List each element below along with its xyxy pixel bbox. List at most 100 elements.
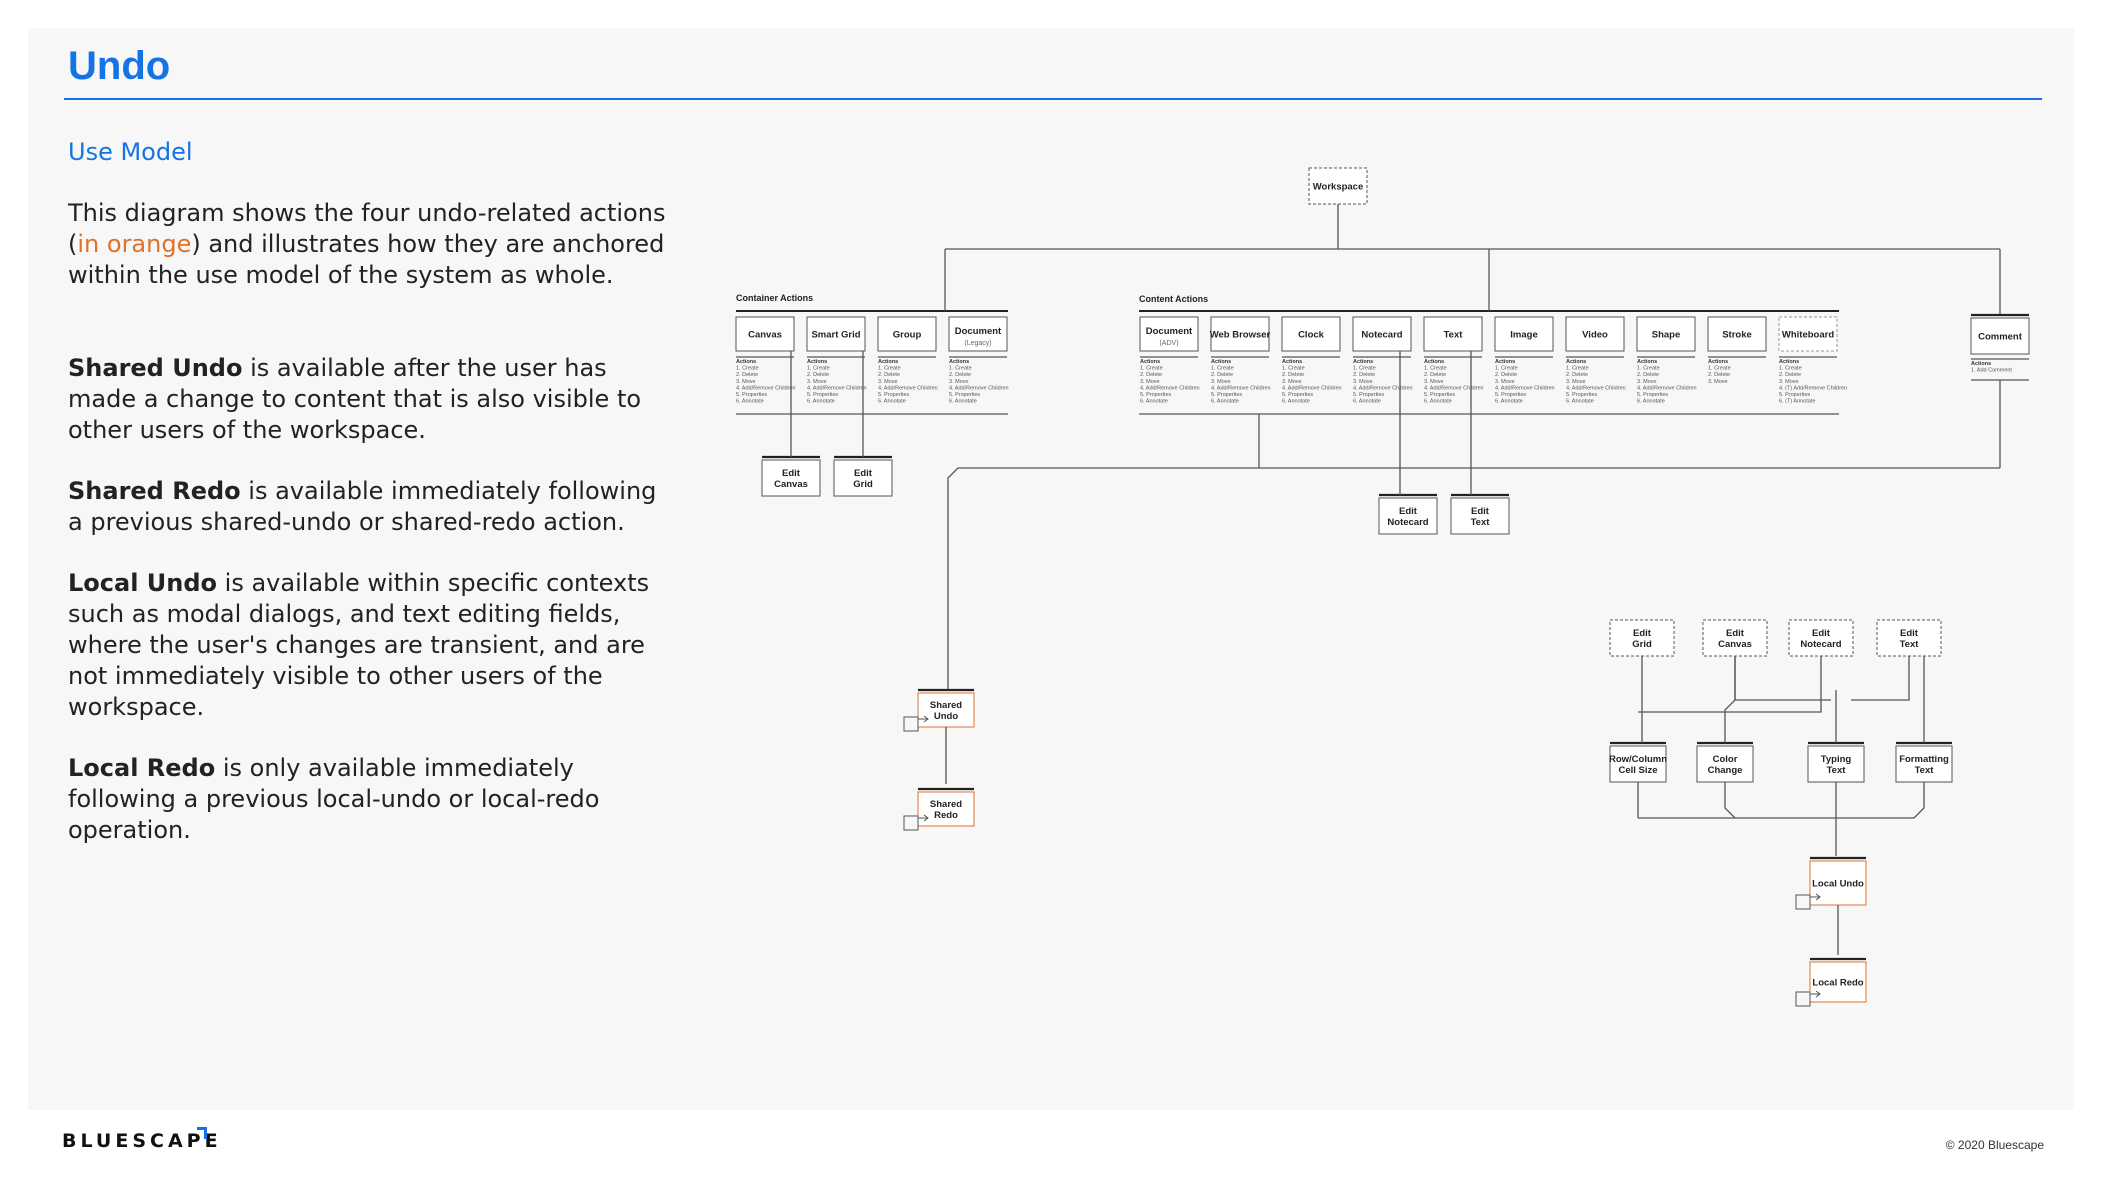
edit-container-edit-canvas-label-line2: Canvas <box>774 479 808 490</box>
content-document-adv-action-6: 6. Annotate <box>1140 399 1168 405</box>
local-undo-local-undo-loop-icon <box>1795 894 1811 910</box>
comment-node-comment-box <box>1970 317 2030 355</box>
container-document-legacy-action-4: 4. Add/Remove Children <box>949 385 1009 391</box>
local-undo-term: Local Undo <box>68 569 218 597</box>
edit-container-edit-grid-label-line2: Grid <box>853 479 873 490</box>
local-source-edit-notecard-label-line1: Edit <box>1812 628 1831 639</box>
content-web-browser-action-6: 6. Annotate <box>1211 399 1239 405</box>
content-web-browser-action-2: 2. Delete <box>1211 372 1233 378</box>
shared-redo-shared-redo-loop-icon <box>903 815 919 831</box>
content-image-action-3: 3. Move <box>1495 379 1515 385</box>
content-shape-action-4: 4. Add/Remove Children <box>1637 385 1697 391</box>
container-document-legacy-action-6: 6. Annotate <box>949 399 977 405</box>
container-canvas-action-5: 5. Properties <box>736 392 767 398</box>
intro-text-before: This diagram shows the four undo-related… <box>68 199 666 258</box>
container-node-document-legacy-box <box>948 316 1008 352</box>
content-node-web-browser-label: Web Browser <box>1210 330 1271 341</box>
content-node-whiteboard-box <box>1778 316 1838 352</box>
content-node-video-box <box>1565 316 1625 352</box>
container-canvas-action-2: 2. Delete <box>736 372 758 378</box>
content-clock-action-1: 1. Create <box>1282 366 1305 372</box>
local-action-row-column-cell-size-label-line1: Row/Column <box>1609 754 1667 765</box>
content-clock-action-0: Actions <box>1282 359 1302 365</box>
local-action-formatting-text-label-line1: Formatting <box>1899 754 1949 765</box>
logo-mark-icon <box>197 1127 207 1139</box>
container-canvas-action-6: 6. Annotate <box>736 399 764 405</box>
content-document-adv-action-2: 2. Delete <box>1140 372 1162 378</box>
content-shape-action-5: 5. Properties <box>1637 392 1668 398</box>
content-web-browser-action-3: 3. Move <box>1211 379 1231 385</box>
local-redo-local-redo-label: Local Redo <box>1812 978 1863 989</box>
local-action-formatting-text-label-line2: Text <box>1915 765 1935 776</box>
local-action-row-column-cell-size-box <box>1609 745 1667 783</box>
content-node-whiteboard-label: Whiteboard <box>1782 330 1834 341</box>
local-undo-local-undo-loop-arrowhead <box>1815 893 1821 901</box>
content-image-action-1: 1. Create <box>1495 366 1518 372</box>
content-whiteboard-action-0: Actions <box>1779 359 1799 365</box>
intro-highlight: in orange <box>77 230 192 258</box>
shared-redo-shared-redo-loop-arrowhead <box>923 814 929 822</box>
content-notecard-action-3: 3. Move <box>1353 379 1373 385</box>
container-actions-heading: Container Actions <box>736 293 813 303</box>
content-notecard-action-2: 2. Delete <box>1353 372 1375 378</box>
content-notecard-action-1: 1. Create <box>1353 366 1376 372</box>
content-stroke-action-0: Actions <box>1708 359 1728 365</box>
content-text-action-6: 6. Annotate <box>1424 399 1452 405</box>
container-smart-grid-action-0: Actions <box>807 359 827 365</box>
container-document-legacy-action-3: 3. Move <box>949 379 969 385</box>
container-node-smart-grid-box <box>806 316 866 352</box>
content-node-shape-label: Shape <box>1652 330 1681 341</box>
edit-container-edit-grid-label-line1: Edit <box>854 468 873 479</box>
local-action-formatting-text-box <box>1895 745 1953 783</box>
local-source-edit-grid-label-line2: Grid <box>1632 639 1652 650</box>
local-redo-term: Local Redo <box>68 754 216 782</box>
container-canvas-action-0: Actions <box>736 359 756 365</box>
content-video-action-5: 5. Properties <box>1566 392 1597 398</box>
local-undo-text: is available within specific contexts su… <box>68 569 650 721</box>
container-node-document-legacy-label-line1: Document <box>955 326 1002 337</box>
container-node-document-legacy-label-line2: (Legacy) <box>964 340 991 347</box>
container-group-action-0: Actions <box>878 359 898 365</box>
content-text-action-3: 3. Move <box>1424 379 1444 385</box>
edit-container-edit-canvas-label-line1: Edit <box>782 468 801 479</box>
content-web-browser-action-5: 5. Properties <box>1211 392 1242 398</box>
local-source-edit-canvas-label-line1: Edit <box>1726 628 1745 639</box>
shared-redo-text: is available immediately following a pre… <box>68 477 657 536</box>
content-shape-action-2: 2. Delete <box>1637 372 1659 378</box>
content-shape-action-0: Actions <box>1637 359 1657 365</box>
content-web-browser-action-1: 1. Create <box>1211 366 1234 372</box>
local-redo-local-redo-loop-icon <box>1795 991 1811 1007</box>
content-stroke-action-3: 3. Move <box>1708 379 1728 385</box>
local-redo-local-redo-loop-arrowhead <box>1815 990 1821 998</box>
content-image-action-0: Actions <box>1495 359 1515 365</box>
content-notecard-action-0: Actions <box>1353 359 1373 365</box>
content-node-notecard-label: Notecard <box>1361 330 1402 341</box>
connector-line <box>1913 782 1925 819</box>
content-text-action-0: Actions <box>1424 359 1444 365</box>
container-group-action-3: 3. Move <box>878 379 898 385</box>
content-document-adv-action-3: 3. Move <box>1140 379 1160 385</box>
content-node-text-box <box>1423 316 1483 352</box>
content-stroke-action-2: 2. Delete <box>1708 372 1730 378</box>
content-node-clock-box <box>1281 316 1341 352</box>
container-group-action-5: 5. Properties <box>878 392 909 398</box>
comment-action-0: Actions <box>1971 361 1991 367</box>
local-undo-definition: Local Undo is available within specific … <box>68 568 668 723</box>
container-node-group-box <box>877 316 937 352</box>
container-smart-grid-action-1: 1. Create <box>807 366 830 372</box>
content-node-document-adv-box <box>1139 316 1199 352</box>
local-source-edit-text-label-line2: Text <box>1900 639 1920 650</box>
connector-line <box>1724 656 1736 743</box>
content-web-browser-action-4: 4. Add/Remove Children <box>1211 385 1271 391</box>
content-text-action-2: 2. Delete <box>1424 372 1446 378</box>
container-node-canvas-box <box>735 316 795 352</box>
edit-content-edit-text-label-line1: Edit <box>1471 506 1490 517</box>
edit-container-edit-grid-box <box>833 459 893 497</box>
content-image-action-2: 2. Delete <box>1495 372 1517 378</box>
connector-line <box>1638 656 1822 713</box>
content-document-adv-action-0: Actions <box>1140 359 1160 365</box>
content-node-video-label: Video <box>1582 330 1608 341</box>
bluescape-logo: BLUESCAPE <box>62 1130 222 1152</box>
content-node-web-browser-box <box>1210 316 1270 352</box>
content-notecard-action-4: 4. Add/Remove Children <box>1353 385 1413 391</box>
